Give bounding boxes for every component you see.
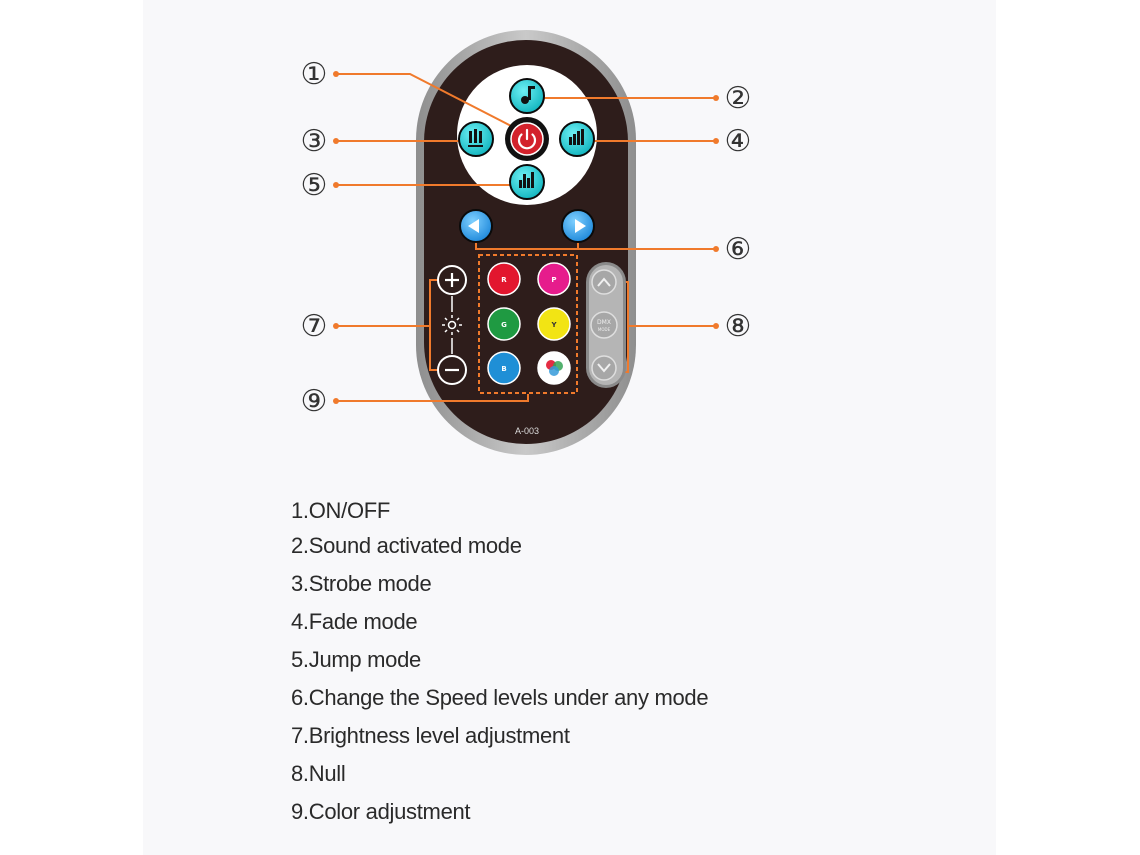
function-legend: 1.ON/OFF 2.Sound activated mode 3.Strobe… — [291, 498, 709, 837]
jump-mode-button[interactable] — [509, 164, 545, 200]
arrow-left-icon — [468, 219, 479, 233]
rgb-icon — [546, 360, 563, 376]
legend-item: 6.Change the Speed levels under any mode — [291, 685, 709, 710]
callout-8: ⑧ — [725, 309, 752, 344]
fade-icon — [569, 129, 584, 145]
color-button-yellow[interactable]: Y — [537, 307, 571, 341]
fade-mode-button[interactable] — [559, 121, 595, 157]
legend-item: 7.Brightness level adjustment — [291, 723, 570, 748]
music-note-icon — [521, 86, 535, 104]
color-button-rgb[interactable] — [537, 351, 571, 385]
callout-5: ⑤ — [301, 168, 328, 203]
brightness-up-button[interactable] — [437, 265, 467, 295]
power-icon — [517, 128, 537, 150]
legend-item: 5.Jump mode — [291, 647, 421, 672]
callout-7: ⑦ — [301, 309, 328, 344]
remote-diagram: R P G Y B DMX MODE A- — [301, 30, 752, 455]
legend-item: 2.Sound activated mode — [291, 533, 522, 558]
callout-9: ⑨ — [301, 384, 328, 419]
color-button-green[interactable]: G — [487, 307, 521, 341]
color-label-b: B — [501, 365, 506, 373]
color-label-r: R — [501, 276, 507, 284]
color-button-red[interactable]: R — [487, 262, 521, 296]
callout-3: ③ — [301, 124, 328, 159]
callout-4: ④ — [725, 124, 752, 159]
strobe-mode-button[interactable] — [458, 121, 494, 157]
sound-mode-button[interactable] — [509, 78, 545, 114]
model-label: A-003 — [515, 426, 539, 436]
power-button[interactable] — [505, 117, 549, 161]
strobe-icon — [468, 129, 483, 147]
plus-icon — [445, 273, 459, 287]
chevron-up-icon — [597, 277, 611, 287]
callout-6: ⑥ — [725, 232, 752, 267]
color-label-y: Y — [550, 321, 557, 329]
legend-item: 3.Strobe mode — [291, 571, 432, 596]
callout-line-1 — [336, 73, 516, 129]
jump-icon — [519, 172, 534, 188]
dmx-mode-button[interactable]: DMX MODE — [590, 311, 618, 339]
legend-item: 4.Fade mode — [291, 609, 418, 634]
arrow-right-icon — [575, 219, 586, 233]
callout-2: ② — [725, 81, 752, 116]
brightness-down-button[interactable] — [437, 355, 467, 385]
legend-item: 8.Null — [291, 761, 346, 786]
color-button-blue[interactable]: B — [487, 351, 521, 385]
legend-item: 9.Color adjustment — [291, 799, 471, 824]
legend-item: 1.ON/OFF — [291, 498, 391, 523]
dmx-down-button[interactable] — [591, 355, 617, 381]
color-button-pink[interactable]: P — [537, 262, 571, 296]
sun-icon — [442, 315, 462, 335]
color-buttons-frame — [478, 254, 578, 394]
callout-1: ① — [301, 57, 328, 92]
speed-down-button[interactable] — [459, 209, 493, 243]
chevron-down-icon — [597, 363, 611, 373]
callout-dots — [333, 71, 719, 404]
color-label-p: P — [551, 276, 556, 284]
dmx-up-button[interactable] — [591, 269, 617, 295]
dmx-label: DMX — [597, 319, 611, 326]
callout-line-9 — [336, 394, 529, 402]
color-label-g: G — [501, 321, 507, 329]
speed-up-button[interactable] — [561, 209, 595, 243]
dmx-sublabel: MODE — [598, 327, 611, 332]
callout-line-7-bracket — [429, 279, 440, 371]
